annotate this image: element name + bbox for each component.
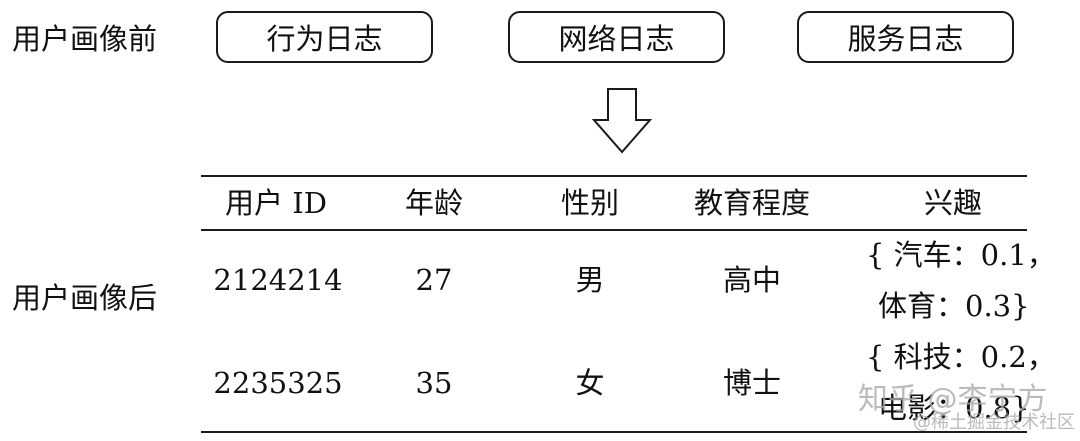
table-top-rule [201, 175, 1027, 177]
row-gender: 女 [575, 366, 605, 400]
row-interest-line1: { 科技：0.2， [866, 340, 1056, 374]
table-header-rule [201, 229, 1027, 231]
row-education: 高中 [722, 263, 782, 297]
row-age: 27 [415, 263, 453, 297]
network-log-box: 网络日志 [508, 11, 725, 63]
watermark-site: @稀土掘金技术社区 [913, 412, 1075, 433]
service-log-box: 服务日志 [797, 11, 1014, 63]
header-education: 教育程度 [693, 186, 811, 220]
row-interest-line1: { 汽车：0.1， [866, 238, 1056, 272]
row-user-id: 2235325 [213, 366, 343, 400]
row-age: 35 [415, 366, 453, 400]
header-interest: 兴趣 [923, 186, 983, 220]
row-user-id: 2124214 [213, 263, 343, 297]
row-interest-line2: 电影：0.8} [878, 391, 1030, 425]
header-user-id: 用户 ID [225, 186, 327, 220]
header-age: 年龄 [404, 186, 464, 220]
watermark-author: 知乎 @李宁方 [858, 382, 1048, 417]
behavior-log-box: 行为日志 [216, 11, 433, 63]
row-education: 博士 [722, 366, 782, 400]
down-arrow-icon [592, 88, 652, 154]
after-profile-label: 用户画像后 [12, 281, 158, 315]
header-gender: 性别 [560, 186, 620, 220]
before-profile-label: 用户画像前 [12, 22, 158, 56]
table-bottom-rule [201, 431, 1027, 433]
row-interest-line2: 体育：0.3} [878, 289, 1030, 323]
row-gender: 男 [575, 263, 605, 297]
